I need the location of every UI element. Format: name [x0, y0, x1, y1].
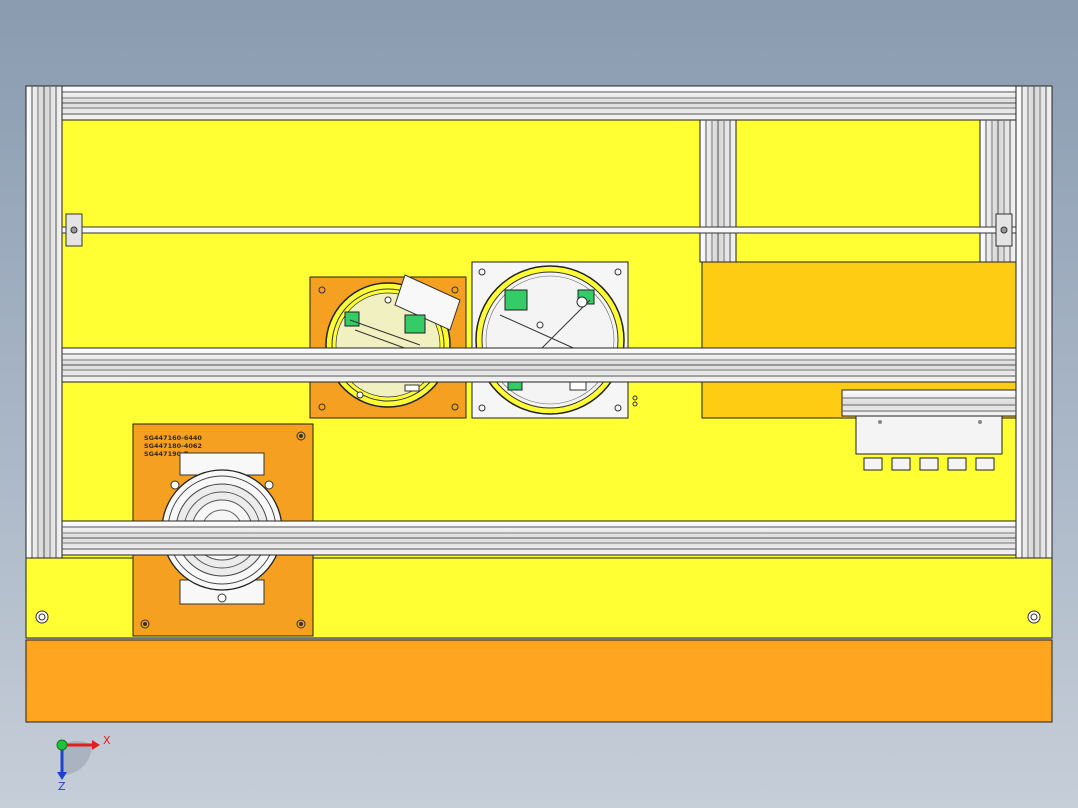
y-axis-marker: [56, 739, 68, 751]
z-axis-label: Z: [58, 780, 66, 793]
x-axis-label: X: [103, 734, 111, 747]
part-label-2: SG447180-4062: [144, 442, 202, 450]
axis-triad[interactable]: X Z: [56, 734, 111, 793]
part-label-1: SG447160-6440: [144, 434, 202, 442]
base-orange-block[interactable]: [25, 639, 1053, 723]
top-profile-rail[interactable]: [25, 85, 1053, 121]
valve-manifold[interactable]: [841, 389, 1017, 471]
left-profile-post[interactable]: [25, 85, 63, 559]
left-sensor-bracket[interactable]: [309, 274, 467, 419]
guide-rod[interactable]: [61, 213, 1017, 247]
right-sensor-bracket[interactable]: [471, 261, 638, 419]
bottom-profile-rail-front: [61, 520, 1017, 556]
middle-profile-rail[interactable]: [61, 347, 1017, 383]
part-label-3: SG447190-7: [144, 450, 188, 458]
inner-vertical-profile[interactable]: [699, 119, 737, 263]
right-profile-post[interactable]: [1015, 85, 1053, 559]
